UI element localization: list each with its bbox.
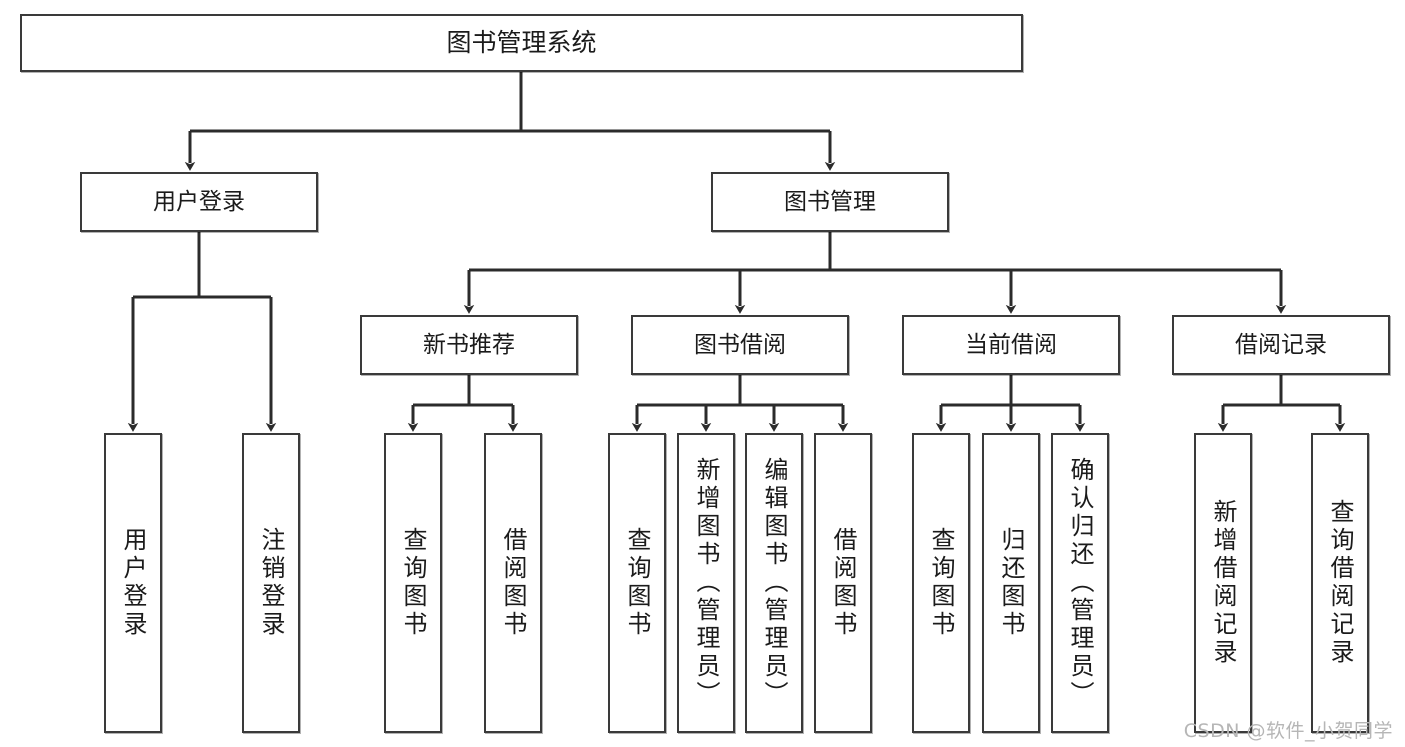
node-leaf-confirm-return[interactable]: 确认归还（管理员） [1051, 433, 1109, 733]
node-leaf-confirm-return-label: 确认归还（管理员） [1066, 457, 1094, 709]
node-borrow-record[interactable]: 借阅记录 [1172, 315, 1390, 375]
node-book-borrow-label: 图书借阅 [694, 331, 786, 358]
node-leaf-add-book[interactable]: 新增图书（管理员） [677, 433, 735, 733]
node-leaf-edit-book[interactable]: 编辑图书（管理员） [745, 433, 803, 733]
node-leaf-return-book-label: 归还图书 [997, 527, 1025, 639]
node-user-login[interactable]: 用户登录 [80, 172, 318, 232]
node-book-manage[interactable]: 图书管理 [711, 172, 949, 232]
node-leaf-add-book-label: 新增图书（管理员） [692, 457, 720, 709]
node-leaf-edit-book-label: 编辑图书（管理员） [760, 457, 788, 709]
node-leaf-borrow-book-1-label: 借阅图书 [499, 527, 527, 639]
node-book-borrow[interactable]: 图书借阅 [631, 315, 849, 375]
node-leaf-query-record-label: 查询借阅记录 [1326, 499, 1354, 667]
node-leaf-user-login[interactable]: 用户登录 [104, 433, 162, 733]
node-leaf-user-logout-label: 注销登录 [257, 527, 285, 639]
node-root-label: 图书管理系统 [446, 27, 597, 57]
node-leaf-query-record[interactable]: 查询借阅记录 [1311, 433, 1369, 733]
node-leaf-borrow-book-2-label: 借阅图书 [829, 527, 857, 639]
node-leaf-add-record-label: 新增借阅记录 [1209, 499, 1237, 667]
node-book-manage-label: 图书管理 [784, 188, 876, 215]
node-new-book-recommend-label: 新书推荐 [423, 331, 515, 358]
node-leaf-query-book-3[interactable]: 查询图书 [912, 433, 970, 733]
node-current-borrow[interactable]: 当前借阅 [902, 315, 1120, 375]
node-user-login-label: 用户登录 [153, 188, 245, 215]
node-new-book-recommend[interactable]: 新书推荐 [360, 315, 578, 375]
node-leaf-query-book-2-label: 查询图书 [623, 527, 651, 639]
node-leaf-add-record[interactable]: 新增借阅记录 [1194, 433, 1252, 733]
node-leaf-return-book[interactable]: 归还图书 [982, 433, 1040, 733]
node-root[interactable]: 图书管理系统 [20, 14, 1023, 72]
csdn-watermark: CSDN @软件_小贺同学 [1183, 720, 1393, 742]
node-leaf-borrow-book-1[interactable]: 借阅图书 [484, 433, 542, 733]
node-leaf-user-logout[interactable]: 注销登录 [242, 433, 300, 733]
node-borrow-record-label: 借阅记录 [1235, 331, 1327, 358]
node-leaf-query-book-1-label: 查询图书 [399, 527, 427, 639]
node-leaf-query-book-2[interactable]: 查询图书 [608, 433, 666, 733]
node-leaf-query-book-1[interactable]: 查询图书 [384, 433, 442, 733]
node-leaf-query-book-3-label: 查询图书 [927, 527, 955, 639]
node-current-borrow-label: 当前借阅 [965, 331, 1057, 358]
node-leaf-borrow-book-2[interactable]: 借阅图书 [814, 433, 872, 733]
node-leaf-user-login-label: 用户登录 [119, 527, 147, 639]
